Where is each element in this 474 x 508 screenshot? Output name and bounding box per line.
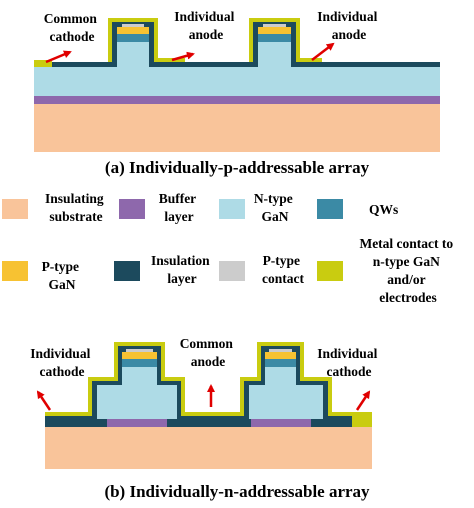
qws-b2 — [265, 359, 296, 367]
p-contact-b1 — [126, 349, 153, 352]
legend-p-type-contact: P-type contact — [262, 253, 304, 286]
n-gan-mesa-a2 — [258, 42, 291, 67]
swatch-qws — [317, 199, 343, 219]
n-gan-base-a — [34, 67, 440, 96]
label-a-right: Individual anode — [317, 9, 380, 42]
swatch-buffer-layer — [119, 199, 145, 219]
n-gan-mesa-b1 — [97, 367, 177, 419]
label-b-mid: Common anode — [180, 336, 237, 369]
legend-insulating-substrate: Insulating substrate — [45, 191, 107, 224]
swatch-p-type-contact — [219, 261, 245, 281]
arrow-a-right — [311, 42, 335, 61]
caption-a: (a) Individually-p-addressable array — [105, 158, 370, 177]
legend-qws: QWs — [369, 202, 398, 217]
legend-buffer-layer: Buffer layer — [159, 191, 200, 224]
arrow-b-right — [355, 390, 371, 411]
p-gan-b1 — [122, 352, 157, 359]
qws-a2 — [258, 34, 291, 42]
substrate-a — [34, 104, 440, 152]
p-gan-a2 — [258, 27, 291, 34]
arrow-a-mid — [171, 51, 195, 62]
qws-b1 — [122, 359, 157, 367]
swatch-metal-contact — [317, 261, 343, 281]
n-gan-mesa-a1 — [117, 42, 149, 67]
legend-p-type-gan: P-type GaN — [42, 259, 83, 292]
p-gan-a1 — [117, 27, 149, 34]
p-contact-a1 — [122, 24, 144, 27]
legend-n-type-gan: N-type GaN — [254, 191, 296, 224]
qws-a1 — [117, 34, 149, 42]
buffer-layer-b1 — [107, 419, 167, 427]
n-gan-mesa-b2 — [249, 367, 323, 419]
legend-metal-contact: Metal contact to n-type GaN and/or elect… — [359, 236, 456, 305]
label-a-left: Common cathode — [44, 11, 101, 44]
buffer-layer-b2 — [251, 419, 311, 427]
legend: Insulating substrate Buffer layer N-type… — [2, 191, 456, 305]
diagram-a: Common cathode Individual anode Individu… — [34, 9, 440, 177]
arrow-a-left — [45, 50, 72, 64]
p-contact-b2 — [269, 349, 292, 352]
insulation-layer-a — [34, 22, 440, 67]
swatch-n-type-gan — [219, 199, 245, 219]
caption-b: (b) Individually-n-addressable array — [104, 482, 370, 501]
arrow-b-left — [36, 390, 52, 411]
swatch-insulating-substrate — [2, 199, 28, 219]
swatch-insulation-layer — [114, 261, 140, 281]
buffer-layer-a — [34, 96, 440, 104]
p-gan-b2 — [265, 352, 296, 359]
label-b-right: Individual cathode — [317, 346, 380, 379]
diagram-b: Individual cathode Common anode Individu… — [30, 336, 380, 501]
p-contact-a2 — [263, 24, 286, 27]
label-b-left: Individual cathode — [30, 346, 93, 379]
substrate-b — [45, 427, 372, 469]
legend-insulation-layer: Insulation layer — [151, 253, 213, 286]
cathode-contact-a — [34, 60, 52, 67]
label-a-mid: Individual anode — [174, 9, 237, 42]
swatch-p-type-gan — [2, 261, 28, 281]
